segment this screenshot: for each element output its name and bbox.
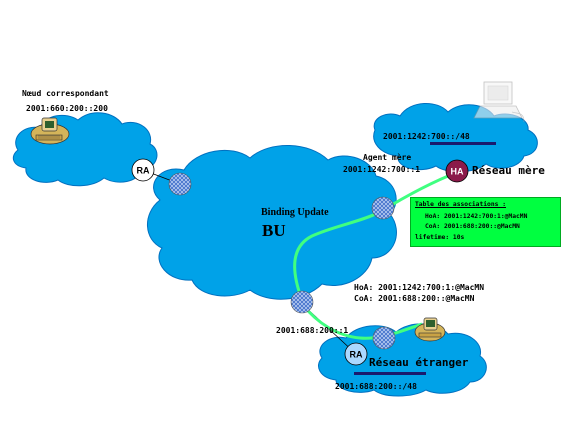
interface-correspondent bbox=[168, 172, 192, 196]
foreign-router-address: 2001:688:200::1 bbox=[276, 326, 349, 335]
binding-update-abbr: BU bbox=[262, 221, 286, 240]
router-ha-label: HA bbox=[451, 167, 464, 177]
association-table-hoa: HoA: 2001:1242:700:1:@MacMN bbox=[425, 213, 528, 220]
foreign-prefix: 2001:688:200::/48 bbox=[335, 382, 417, 391]
home-agent-title: Agent mère bbox=[363, 153, 412, 162]
home-prefix-bar bbox=[430, 142, 496, 145]
association-table: Table des associations : HoA: 2001:1242:… bbox=[410, 197, 561, 247]
router-ra-bottom-label: RA bbox=[350, 350, 363, 360]
router-ra-bottom: RA bbox=[344, 342, 368, 366]
router-ha: HA bbox=[445, 159, 469, 183]
router-ra-left: RA bbox=[131, 158, 155, 182]
computer-icon bbox=[30, 117, 70, 145]
association-table-lifetime: lifetime: 10s bbox=[415, 234, 465, 241]
binding-update-path bbox=[293, 170, 459, 301]
binding-update-title: Binding Update bbox=[261, 207, 329, 218]
association-table-title: Table des associations : bbox=[415, 201, 506, 208]
home-network-cloud bbox=[373, 103, 538, 173]
internet-cloud bbox=[147, 145, 397, 300]
foreign-network-name: Réseau étranger bbox=[369, 356, 469, 369]
home-agent-address: 2001:1242:700::1 bbox=[343, 165, 421, 174]
home-network-name: Réseau mère bbox=[472, 164, 545, 177]
router-ra-left-label: RA bbox=[137, 166, 150, 176]
interface-foreign bbox=[290, 290, 314, 314]
association-table-coa: CoA: 2001:688:200::@MacMN bbox=[425, 223, 520, 230]
home-prefix: 2001:1242:700::/48 bbox=[383, 132, 470, 141]
bu-coa-line: CoA: 2001:688:200::@MacMN bbox=[354, 294, 475, 303]
bu-hoa-line: HoA: 2001:1242:700:1:@MacMN bbox=[354, 283, 485, 292]
foreign-network-cloud bbox=[318, 323, 487, 397]
computer-icon bbox=[414, 317, 446, 342]
correspondent-title: Nœud correspondant bbox=[22, 89, 109, 98]
binding-update-foreign-path bbox=[300, 303, 423, 340]
correspondent-address: 2001:660:200::200 bbox=[26, 104, 108, 113]
interface-home bbox=[371, 196, 395, 220]
laptop-icon bbox=[473, 81, 525, 123]
interface-foreign-lan bbox=[372, 326, 396, 350]
foreign-prefix-bar bbox=[354, 372, 426, 375]
